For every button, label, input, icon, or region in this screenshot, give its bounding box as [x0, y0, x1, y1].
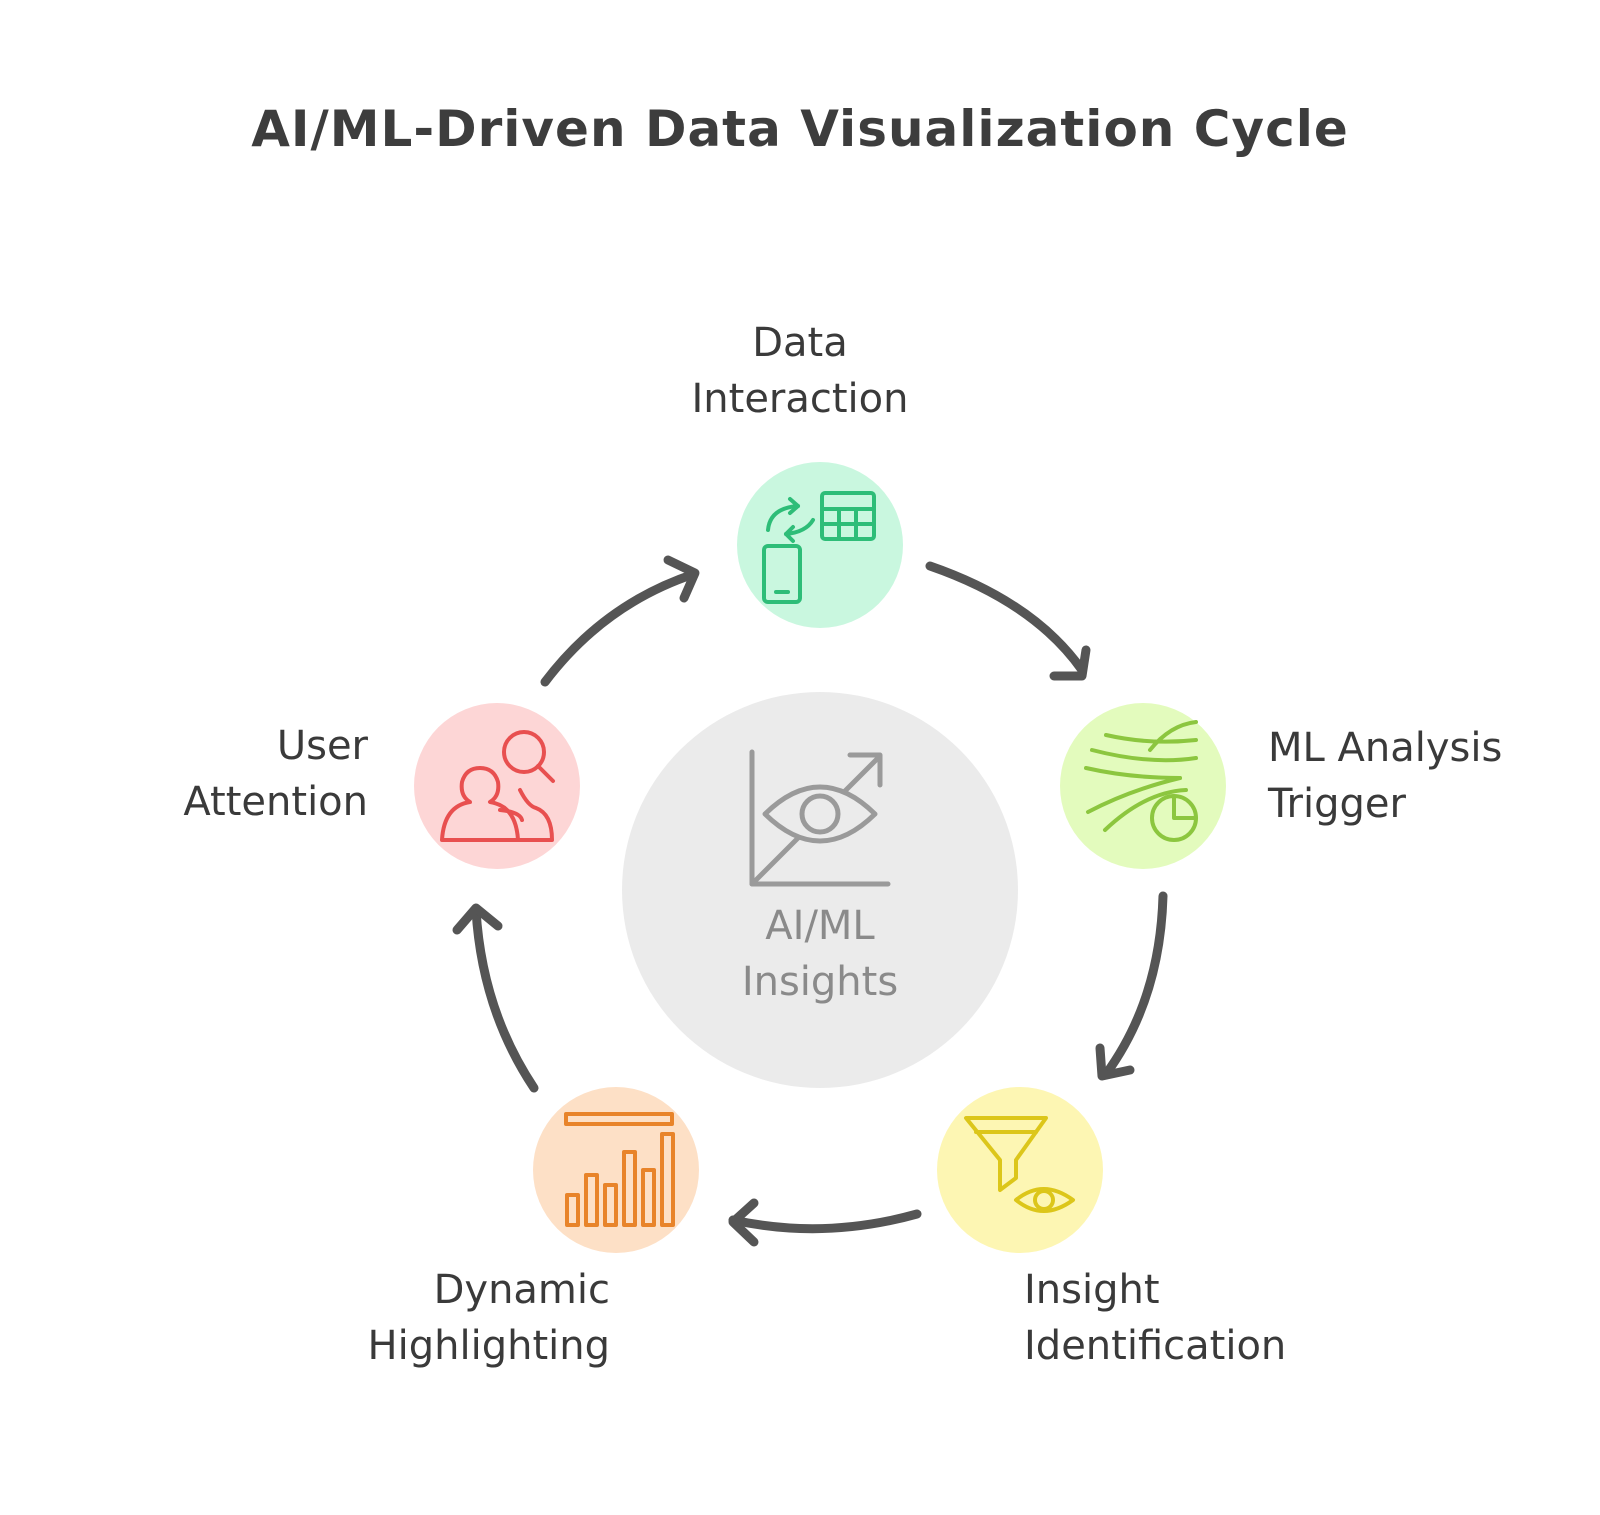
center-label: AI/ML Insights	[620, 898, 1020, 1010]
stage-label-line2: Identification	[1024, 1323, 1287, 1369]
center-label-line1: AI/ML	[765, 903, 875, 949]
stage-label-data-interaction: Data Interaction	[600, 315, 1000, 427]
stage-circle-insight-identification	[937, 1087, 1103, 1253]
stage-label-insight-identification: Insight Identification	[1024, 1262, 1286, 1374]
center-label-line2: Insights	[741, 959, 899, 1005]
stage-circle-data-interaction	[737, 462, 903, 628]
stage-label-line1: ML Analysis	[1268, 725, 1503, 771]
arrow-user-to-data	[540, 555, 700, 687]
arrow-data-to-ml	[925, 561, 1091, 681]
stage-label-line2: Highlighting	[367, 1323, 610, 1369]
stage-label-line2: Attention	[183, 779, 368, 825]
arrow-dynamic-to-user	[452, 903, 539, 1093]
stage-label-line2: Interaction	[691, 376, 909, 422]
arrow-insight-to-dynamic	[728, 1198, 922, 1247]
stage-label-ml-analysis: ML Analysis Trigger	[1268, 720, 1502, 832]
stage-label-line1: User	[276, 723, 368, 769]
stage-label-line2: Trigger	[1268, 781, 1406, 827]
users-search-icon	[440, 730, 555, 842]
stage-label-user-attention: User Attention	[100, 718, 368, 830]
eye-chart-icon	[749, 749, 891, 887]
stage-label-line1: Insight	[1024, 1267, 1160, 1313]
center-circle	[622, 692, 1018, 1088]
bar-chart-icon	[564, 1112, 675, 1227]
stage-circle-ml-analysis	[1060, 703, 1226, 869]
stage-label-dynamic-highlighting: Dynamic Highlighting	[230, 1262, 610, 1374]
flow-pie-chart-icon	[1084, 720, 1198, 842]
cycle-arrows	[452, 555, 1168, 1247]
stage-label-line1: Dynamic	[433, 1267, 610, 1313]
stage-label-line1: Data	[752, 320, 848, 366]
device-table-sync-icon	[762, 491, 876, 604]
arrow-ml-to-insight	[1095, 891, 1168, 1081]
diagram-title: AI/ML-Driven Data Visualization Cycle	[251, 100, 1349, 158]
filter-eye-icon	[964, 1116, 1075, 1213]
stage-circle-dynamic-highlighting	[533, 1087, 699, 1253]
